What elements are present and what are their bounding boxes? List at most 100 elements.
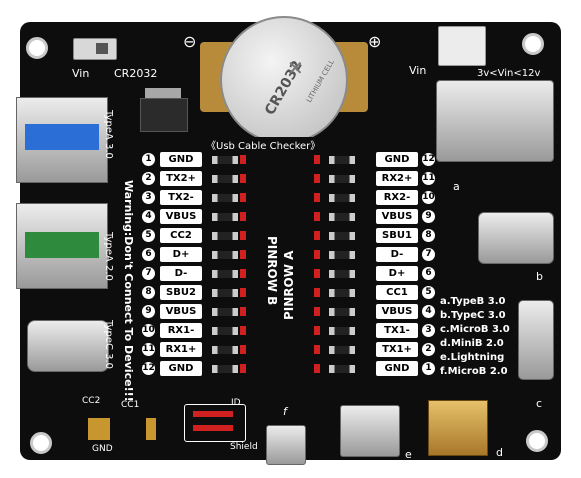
row-b-led [240, 155, 246, 164]
row-b-resistor [212, 346, 238, 354]
row-b-pin-label: RX1+ [160, 342, 202, 357]
row-b-resistor [212, 365, 238, 373]
legend-item: e.Lightning [440, 352, 505, 363]
row-a-resistor [329, 327, 355, 335]
row-b-pin-number: 5 [142, 229, 155, 242]
row-b-resistor [212, 270, 238, 278]
port-a-label: a [453, 180, 460, 193]
row-b-pin-label: TX2+ [160, 171, 202, 186]
row-b-pin-number: 8 [142, 286, 155, 299]
port-microb-2 [266, 425, 306, 465]
legend-item: d.MiniB 2.0 [440, 338, 504, 349]
cr2032-label: CR2032 [114, 67, 158, 80]
row-a-resistor [329, 365, 355, 373]
jst-connector [438, 26, 486, 66]
row-a-pin-label: D- [376, 247, 418, 262]
row-b-pin-label: SBU2 [160, 285, 202, 300]
row-b-pin-label: VBUS [160, 304, 202, 319]
row-a-led [314, 193, 320, 202]
usb-checker-title: 《Usb Cable Checker》 [206, 137, 321, 152]
row-b-pin-number: 12 [142, 362, 155, 375]
row-b-resistor [212, 213, 238, 221]
port-d-label: d [496, 446, 503, 459]
row-a-pin-label: TX1- [376, 323, 418, 338]
row-a-pin-label: D+ [376, 266, 418, 281]
row-b-resistor [212, 289, 238, 297]
row-a-resistor [329, 270, 355, 278]
row-b-led [240, 231, 246, 240]
voltage-regulator [140, 98, 188, 132]
row-b-pin-label: RX1- [160, 323, 202, 338]
mounting-hole-bottom-right [526, 430, 548, 452]
row-b-pin-label: GND [160, 152, 202, 167]
row-a-pin-number: 10 [422, 191, 435, 204]
regulator-tab [145, 88, 181, 98]
row-b-resistor [212, 308, 238, 316]
typea3-label: TypeA 3.0 [103, 110, 114, 159]
port-typea-2 [16, 203, 108, 289]
legend-item: b.TypeC 3.0 [440, 310, 506, 321]
row-b-pin-number: 9 [142, 305, 155, 318]
vin-range-label: 3v<Vin<12v [477, 68, 541, 79]
cc-solder-pads [88, 418, 110, 440]
row-b-led [240, 193, 246, 202]
row-a-pin-number: 2 [422, 343, 435, 356]
gnd-bottom-label: GND [92, 444, 113, 454]
row-a-pin-label: TX1+ [376, 342, 418, 357]
cc2-label: CC2 [82, 396, 101, 406]
row-b-pin-number: 10 [142, 324, 155, 337]
row-a-resistor [329, 289, 355, 297]
row-b-pin-number: 2 [142, 172, 155, 185]
shield-label: Shield [230, 442, 258, 452]
row-a-pin-label: RX2- [376, 190, 418, 205]
row-b-resistor [212, 232, 238, 240]
row-b-pin-number: 7 [142, 267, 155, 280]
row-a-pin-number: 8 [422, 229, 435, 242]
mounting-hole-bottom-left [30, 432, 52, 454]
port-lightning [340, 405, 400, 457]
row-a-led [314, 174, 320, 183]
row-b-pin-label: D- [160, 266, 202, 281]
row-b-pin-number: 11 [142, 343, 155, 356]
row-b-led [240, 212, 246, 221]
row-a-pin-label: GND [376, 361, 418, 376]
power-switch[interactable] [73, 38, 117, 60]
row-a-pin-label: VBUS [376, 209, 418, 224]
row-a-pin-label: SBU1 [376, 228, 418, 243]
row-a-resistor [329, 213, 355, 221]
row-a-led [314, 250, 320, 259]
id-shield-pads [184, 404, 246, 442]
row-a-led [314, 212, 320, 221]
row-a-pin-number: 1 [422, 362, 435, 375]
port-typea-3 [16, 97, 108, 183]
legend-item: f.MicroB 2.0 [440, 366, 508, 377]
plus-symbol: ⊕ [368, 32, 382, 51]
port-b-label: b [536, 270, 543, 283]
row-a-led [314, 231, 320, 240]
row-b-pin-label: CC2 [160, 228, 202, 243]
vin-left-label: Vin [72, 67, 90, 80]
row-b-pin-number: 6 [142, 248, 155, 261]
row-a-pin-number: 11 [422, 172, 435, 185]
row-a-resistor [329, 308, 355, 316]
id-label: ID [231, 398, 241, 408]
typec3-label: TypeC 3.0 [103, 320, 114, 370]
row-a-resistor [329, 156, 355, 164]
row-b-pin-number: 3 [142, 191, 155, 204]
row-b-pin-label: D+ [160, 247, 202, 262]
row-a-resistor [329, 194, 355, 202]
row-b-pin-number: 4 [142, 210, 155, 223]
row-b-resistor [212, 327, 238, 335]
typea2-label: TypeA 2.0 [103, 232, 114, 281]
legend-item: c.MicroB 3.0 [440, 324, 510, 335]
row-a-led [314, 155, 320, 164]
mounting-hole-top-right [522, 33, 544, 55]
row-b-led [240, 174, 246, 183]
row-a-pin-label: RX2+ [376, 171, 418, 186]
row-a-led [314, 364, 320, 373]
row-a-pin-label: CC1 [376, 285, 418, 300]
row-b-pin-label: VBUS [160, 209, 202, 224]
port-minib-2 [428, 400, 488, 456]
row-a-pin-number: 4 [422, 305, 435, 318]
